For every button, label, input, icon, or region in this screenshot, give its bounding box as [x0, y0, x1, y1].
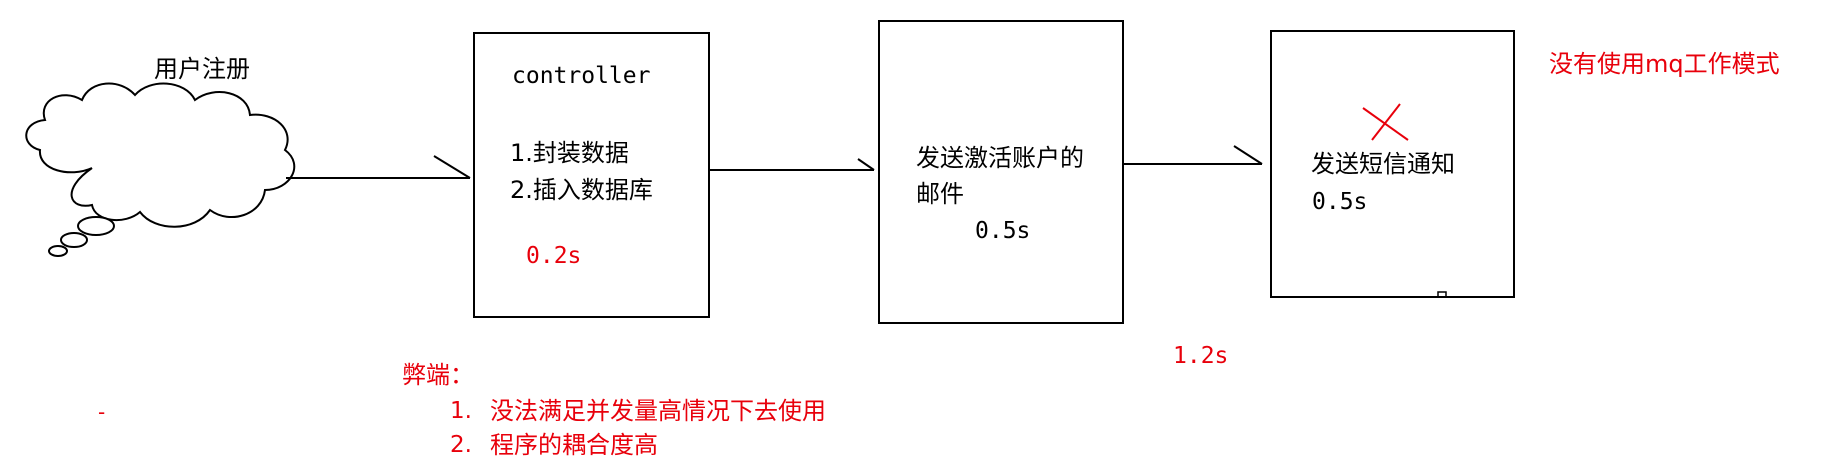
controller-box: [473, 32, 710, 318]
controller-time: 0.2s: [526, 243, 582, 269]
arrow-email-to-sms: [1124, 145, 1263, 165]
drawback-item-1-text: 没法满足并发量高情况下去使用: [490, 397, 826, 425]
controller-step-2: 2.插入数据库: [510, 176, 653, 204]
cross-mark: [1362, 103, 1409, 141]
arrow-controller-to-email: [708, 158, 875, 171]
start-label: 用户注册: [154, 55, 250, 83]
email-box: [878, 20, 1124, 324]
drawback-item-2-text: 程序的耦合度高: [490, 431, 658, 459]
email-time: 0.5s: [975, 218, 1031, 244]
drawback-item-2-number: 2.: [450, 432, 472, 458]
sms-time: 0.5s: [1312, 189, 1368, 215]
thought-cloud-shape: [25, 82, 296, 257]
drawback-item-1-number: 1.: [450, 398, 472, 424]
sms-box: [1270, 30, 1515, 298]
email-label-line-2: 邮件: [916, 180, 964, 208]
controller-step-1: 1.封装数据: [510, 139, 629, 167]
drawbacks-heading: 弊端：: [402, 361, 474, 389]
arrow-cloud-to-controller: [286, 155, 471, 179]
stray-mark: -: [98, 400, 106, 424]
controller-title: controller: [512, 63, 651, 89]
mode-note: 没有使用mq工作模式: [1549, 50, 1780, 78]
sms-label: 发送短信通知: [1311, 150, 1455, 178]
email-label-line-1: 发送激活账户的: [916, 144, 1084, 172]
total-time: 1.2s: [1173, 343, 1229, 369]
